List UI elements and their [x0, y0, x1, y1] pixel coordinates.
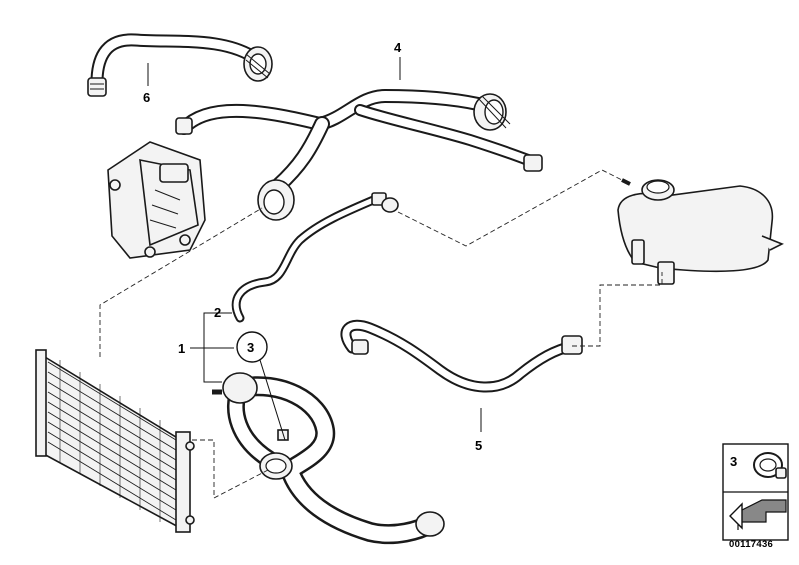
legend-box [722, 443, 789, 541]
connection-lines [99, 169, 663, 499]
hose-clamp-icon [753, 452, 787, 479]
arrow-icon [729, 499, 787, 530]
bleed-hose-part-2 [231, 192, 399, 323]
lower-hose-part-1 [212, 372, 445, 545]
expansion-tank [617, 178, 784, 285]
legend-callout-3: 3 [730, 454, 737, 469]
callout-2: 2 [214, 305, 221, 320]
hose-part-5 [340, 319, 583, 393]
callout-6: 6 [143, 90, 150, 105]
radiator [35, 349, 195, 533]
reference-number: 00117436 [729, 539, 774, 550]
hose-part-4 [175, 89, 543, 221]
callout-4: 4 [394, 40, 402, 55]
thermostat-housing [107, 141, 206, 259]
callout-3-circle [236, 331, 268, 363]
bracket-1-2-3 [190, 312, 234, 383]
callout-1: 1 [178, 341, 185, 356]
leader-3 [259, 359, 286, 441]
callout-3: 3 [247, 340, 254, 355]
callout-5: 5 [475, 438, 482, 453]
hose-part-6 [87, 33, 273, 97]
